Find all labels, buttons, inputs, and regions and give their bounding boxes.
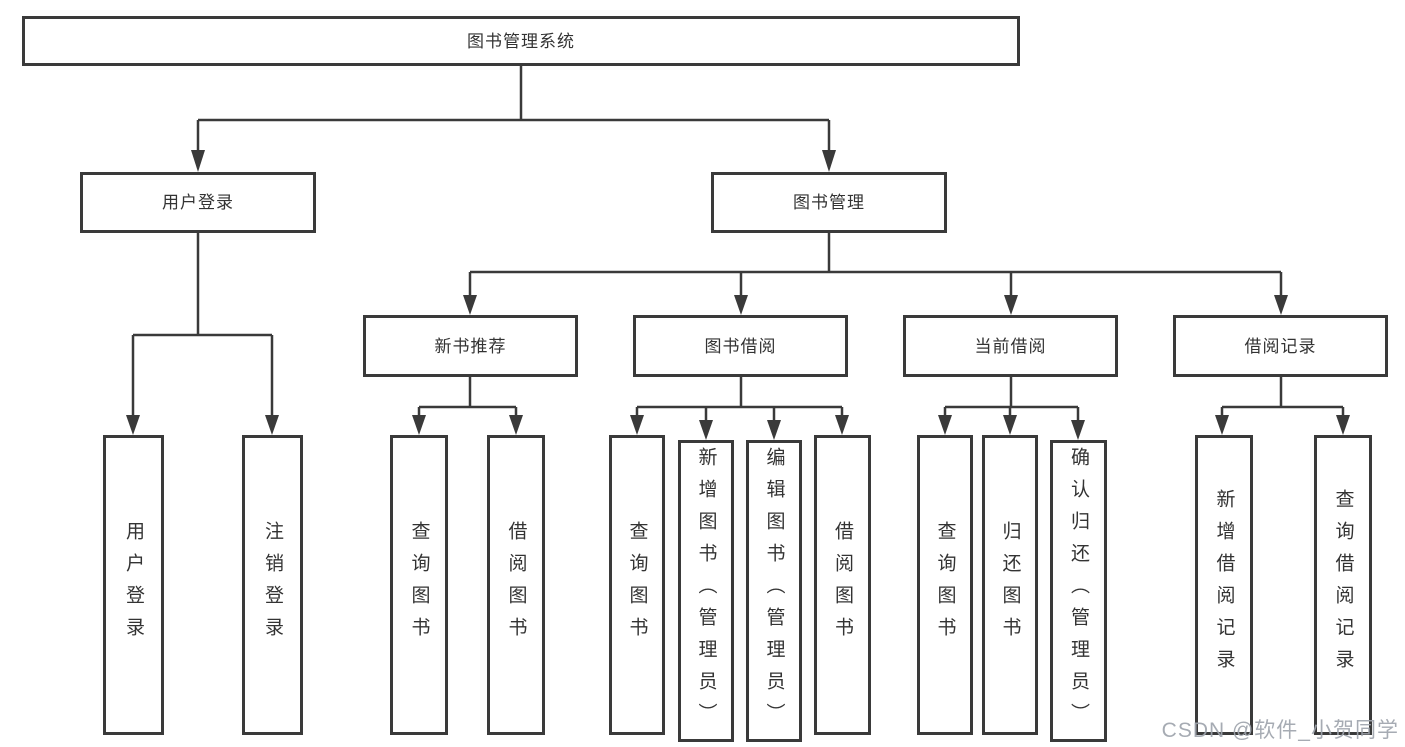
node-user-login: 用户登录 [80,172,316,233]
node-book-management-label: 图书管理 [793,193,865,212]
leaf-edit-book-admin: 编辑图书（管理员） [746,440,802,742]
node-borrowing-records-label: 借阅记录 [1244,336,1317,356]
leaf-borrow-books-borrowing-label: 借阅图书 [832,521,853,649]
node-book-borrowing-label: 图书借阅 [704,336,777,356]
arrowheads [126,150,1350,440]
leaf-add-book-admin: 新增图书（管理员） [678,440,734,742]
leaf-logout: 注销登录 [242,435,303,735]
leaf-query-books-borrowing: 查询图书 [609,435,665,735]
leaf-confirm-return-admin-label: 确认归还（管理员） [1068,447,1089,735]
leaf-borrow-books-recommend: 借阅图书 [487,435,545,735]
leaf-logout-label: 注销登录 [262,521,283,649]
leaf-query-books-borrowing-label: 查询图书 [626,521,648,649]
leaf-add-book-admin-label: 新增图书（管理员） [695,447,717,735]
leaf-borrow-books-borrowing: 借阅图书 [814,435,871,735]
leaf-add-borrow-record-label: 新增借阅记录 [1213,489,1235,681]
node-current-borrowing-label: 当前借阅 [974,336,1047,356]
node-new-book-recommendation-label: 新书推荐 [434,336,507,356]
leaf-return-books-label: 归还图书 [999,521,1021,649]
node-new-book-recommendation: 新书推荐 [363,315,578,377]
leaf-return-books: 归还图书 [982,435,1038,735]
leaf-user-login-label: 用户登录 [123,521,144,649]
leaf-query-books-recommend: 查询图书 [390,435,448,735]
node-borrowing-records: 借阅记录 [1173,315,1388,377]
leaf-edit-book-admin-label: 编辑图书（管理员） [763,447,785,735]
node-book-borrowing: 图书借阅 [633,315,848,377]
leaf-query-borrow-record-label: 查询借阅记录 [1332,489,1354,681]
node-book-management: 图书管理 [711,172,947,233]
leaf-borrow-books-recommend-label: 借阅图书 [505,521,527,649]
node-current-borrowing: 当前借阅 [903,315,1118,377]
leaf-user-login: 用户登录 [103,435,164,735]
leaf-confirm-return-admin: 确认归还（管理员） [1050,440,1107,742]
node-root: 图书管理系统 [22,16,1020,66]
node-root-label: 图书管理系统 [467,31,575,51]
csdn-watermark: CSDN @软件_小贺同学 [1161,719,1399,742]
leaf-query-books-current-label: 查询图书 [934,521,956,649]
leaf-add-borrow-record: 新增借阅记录 [1195,435,1253,735]
leaf-query-books-current: 查询图书 [917,435,973,735]
leaf-query-books-recommend-label: 查询图书 [408,521,430,649]
node-user-login-label: 用户登录 [162,193,234,212]
leaf-query-borrow-record: 查询借阅记录 [1314,435,1372,735]
